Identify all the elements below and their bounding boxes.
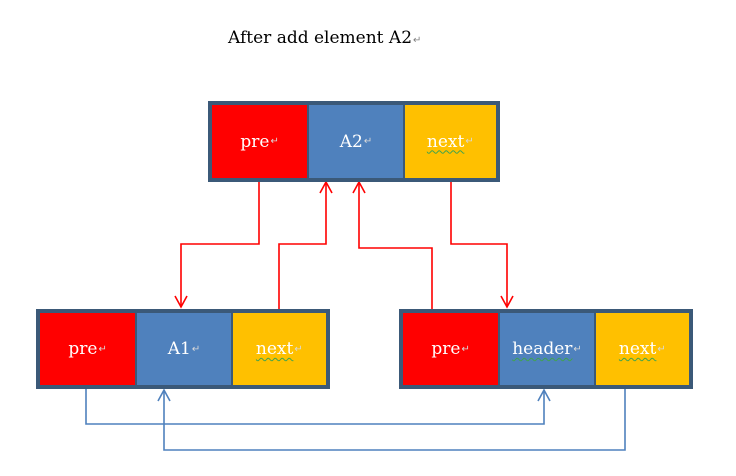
title-paragraph-mark: ↵ [413, 35, 422, 46]
diagram-title: After add element A2↵ [228, 28, 421, 48]
header-next-label: next [618, 339, 657, 359]
a1-value-cell: A1↵ [135, 313, 231, 385]
arrow-a1-pre-to-header [85, 388, 545, 425]
node-a1: pre↵ A1↵ next↵ [36, 309, 330, 389]
header-value-paragraph-mark: ↵ [573, 343, 582, 355]
node-a2: pre↵ A2↵ next↵ [208, 101, 500, 182]
a1-next-cell: next↵ [230, 313, 327, 385]
header-value-cell: header↵ [498, 313, 594, 385]
a1-value-label: A1 [167, 339, 191, 359]
arrowhead-a1-pre-to-header [537, 388, 551, 402]
header-next-paragraph-mark: ↵ [657, 343, 666, 355]
title-text: After add element A2 [228, 28, 413, 48]
arrow-header-next-to-a1 [163, 388, 626, 451]
arrowhead-header-pre-to-a2 [352, 180, 366, 194]
a1-pre-label: pre [68, 339, 98, 359]
arrow-a2-next-to-header [450, 182, 508, 307]
a2-pre-cell: pre↵ [212, 105, 308, 178]
arrow-a1-next-to-a2 [278, 182, 327, 310]
arrow-header-pre-to-a2 [358, 182, 433, 310]
header-pre-cell: pre↵ [403, 313, 499, 385]
a1-pre-paragraph-mark: ↵ [98, 343, 107, 355]
a2-value-paragraph-mark: ↵ [363, 136, 373, 147]
a2-value-label: A2 [339, 131, 363, 152]
a2-next-cell: next↵ [402, 105, 496, 178]
header-pre-label: pre [431, 339, 461, 359]
header-pre-paragraph-mark: ↵ [461, 343, 470, 355]
arrowhead-a2-pre-to-a1 [174, 295, 188, 309]
a1-next-paragraph-mark: ↵ [294, 343, 303, 355]
arrow-a2-pre-to-a1 [180, 182, 260, 307]
a1-next-label: next [255, 339, 294, 359]
header-value-label: header [512, 339, 573, 359]
arrowhead-a2-next-to-header [500, 295, 514, 309]
a1-value-paragraph-mark: ↵ [191, 343, 201, 355]
a2-next-label: next [426, 131, 465, 152]
arrowhead-header-next-to-a1 [157, 388, 171, 402]
a2-pre-label: pre [240, 131, 270, 152]
header-next-cell: next↵ [593, 313, 690, 385]
arrowhead-a1-next-to-a2 [319, 180, 333, 194]
a1-pre-cell: pre↵ [40, 313, 136, 385]
a2-next-paragraph-mark: ↵ [465, 136, 474, 147]
a2-pre-paragraph-mark: ↵ [270, 136, 279, 147]
node-header: pre↵ header↵ next↵ [399, 309, 693, 389]
a2-value-cell: A2↵ [307, 105, 403, 178]
